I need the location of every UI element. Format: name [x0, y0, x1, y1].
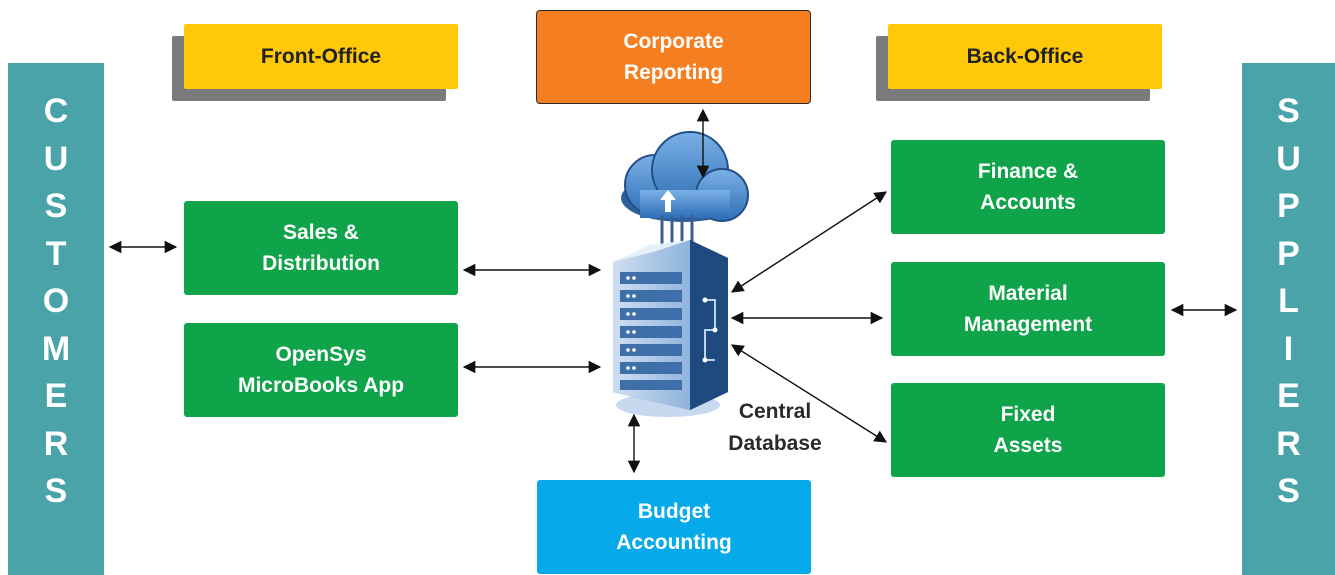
arrow-database-fixed-assets — [730, 344, 888, 443]
customers-bar: C U S T O M E R S — [8, 63, 104, 575]
fixed-assets-box: Fixed Assets — [891, 383, 1165, 477]
arrow-database-finance — [730, 191, 888, 293]
suppliers-label: S U P P L I E R S — [1276, 92, 1301, 510]
back-office-header: Back-Office — [888, 24, 1162, 89]
customers-label: C U S T O M E R S — [41, 92, 71, 510]
sales-distribution-box: Sales & Distribution — [184, 201, 458, 295]
corporate-reporting-box: Corporate Reporting — [536, 10, 811, 104]
opensys-microbooks-app-box: OpenSys MicroBooks App — [184, 323, 458, 417]
front-office-header: Front-Office — [184, 24, 458, 89]
finance-accounts-box: Finance & Accounts — [891, 140, 1165, 234]
suppliers-bar: S U P P L I E R S — [1242, 63, 1335, 575]
material-management-box: Material Management — [891, 262, 1165, 356]
cloud-icon — [621, 131, 749, 222]
budget-accounting-box: Budget Accounting — [537, 480, 811, 574]
server-icon — [613, 240, 728, 417]
